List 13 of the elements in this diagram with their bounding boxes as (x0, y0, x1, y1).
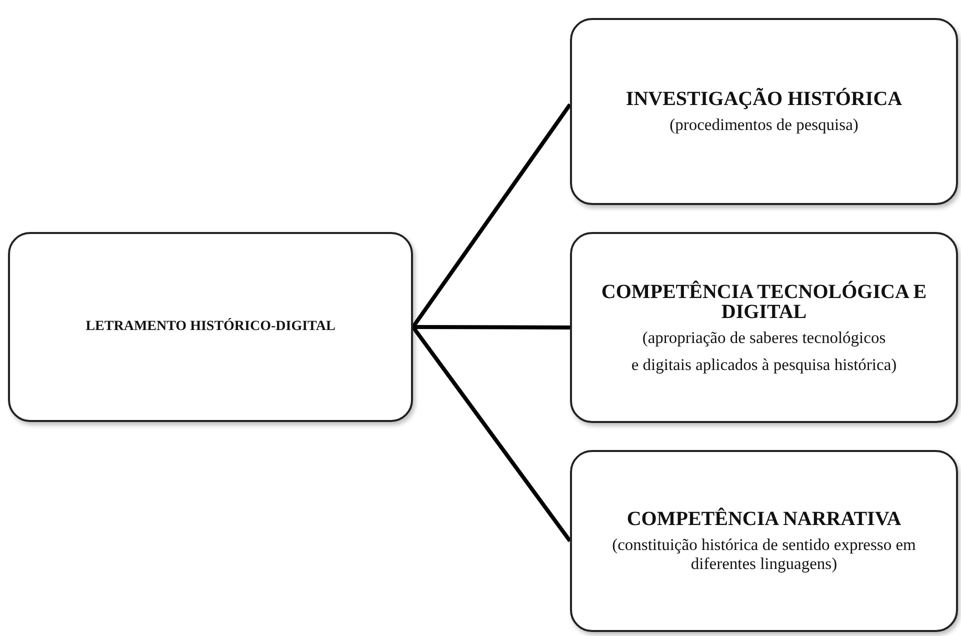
box-heading: LETRAMENTO HISTÓRICO-DIGITAL (86, 319, 336, 335)
text-box (8, 232, 413, 422)
connector-line (413, 325, 570, 330)
text-box (570, 450, 958, 632)
box-heading: INVESTIGAÇÃO HISTÓRICA (626, 89, 902, 109)
box-heading: COMPETÊNCIA TECNOLÓGICA E DIGITAL (600, 282, 928, 322)
box-heading: COMPETÊNCIA NARRATIVA (626, 509, 902, 529)
text-box (570, 232, 958, 423)
box-description: (apropriação de saberes tecnológicos (642, 328, 886, 346)
box-description: (constituição histórica de sentido expresso em diferentes linguagens) (611, 535, 917, 573)
box-description: e digitais aplicados à pesquisa histórica) (631, 354, 897, 374)
text-box (570, 18, 958, 205)
box-description: (procedimentos de pesquisa) (670, 115, 858, 134)
